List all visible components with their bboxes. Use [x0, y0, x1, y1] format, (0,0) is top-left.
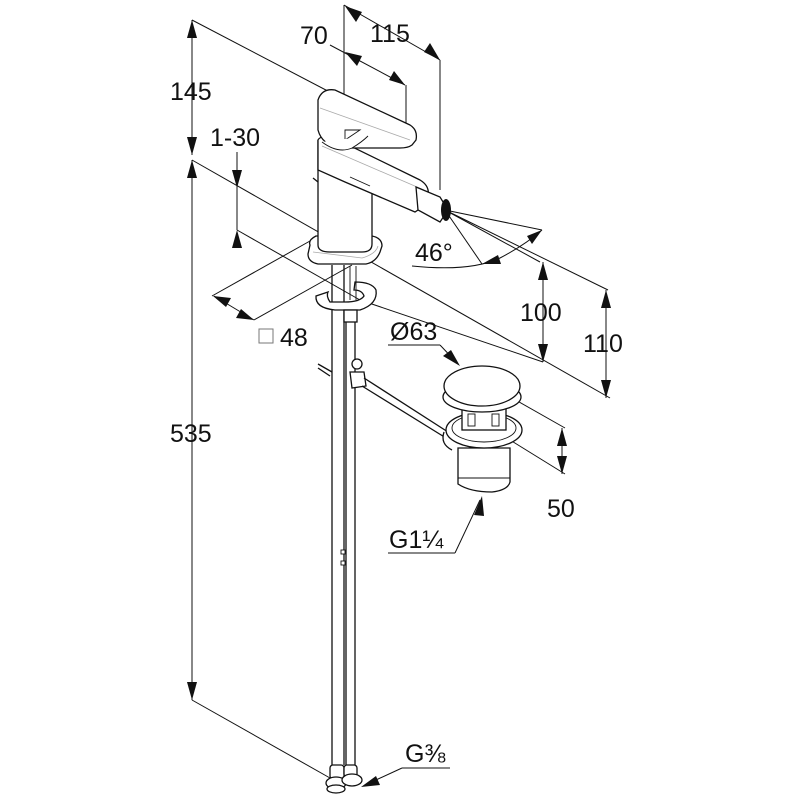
hose-marker — [340, 549, 346, 555]
lever-handle — [317, 89, 418, 149]
waste-cage-window — [491, 413, 500, 427]
arrow — [601, 290, 611, 308]
hose-connectors — [325, 764, 363, 794]
label-spout-height: 100 — [520, 299, 562, 327]
label-waste-depth: 50 — [547, 495, 575, 523]
base-plate-highlight — [312, 245, 379, 259]
popup-rod-top — [317, 367, 331, 377]
popup-knob — [312, 177, 319, 183]
arrow — [345, 6, 362, 22]
dim-48-ext-a — [211, 240, 311, 297]
arrow — [538, 344, 548, 362]
waste-body — [457, 447, 511, 493]
arrow — [482, 255, 501, 264]
dim-50-ext-bottom — [509, 439, 566, 475]
arrow — [474, 496, 484, 516]
arrow — [424, 43, 440, 60]
label-base-size: 48 — [280, 324, 308, 352]
waste-cage-window — [467, 413, 476, 427]
label-waste-diameter: Ø63 — [390, 318, 437, 346]
faucet — [307, 89, 451, 794]
arrow — [236, 309, 254, 320]
arrow — [187, 137, 197, 155]
arrow — [345, 52, 362, 66]
label-lever-length: 70 — [300, 22, 328, 50]
label-waste-thread: G1¼ — [389, 526, 444, 554]
pop-up-waste — [442, 365, 523, 493]
linkage-rod — [363, 377, 449, 433]
spout-arm-highlight — [321, 145, 425, 191]
hose-marker — [340, 560, 346, 566]
waste-linkage-clip — [442, 431, 453, 451]
pivot-screw — [351, 358, 363, 370]
fixing-horseshoe — [315, 281, 377, 311]
dim-145-ext-top — [191, 19, 346, 101]
lever-slot — [344, 129, 362, 141]
arrow — [213, 296, 231, 307]
arrow — [443, 350, 460, 366]
dim-535-ext-bottom — [191, 699, 331, 779]
spray-line-ext — [444, 209, 609, 291]
waste-plug-cap — [443, 365, 521, 407]
lever-underside — [321, 135, 369, 151]
dim-base-diagonal — [191, 159, 611, 399]
label-total-height: 535 — [170, 420, 212, 448]
leader-g114 — [454, 499, 481, 554]
dimension-labels: 70 115 145 1-30 48 46° 100 110 Ø63 50 G1… — [170, 20, 623, 768]
dimension-lines — [187, 4, 611, 787]
arrow — [389, 71, 405, 85]
arrow — [187, 20, 197, 38]
arrow — [361, 776, 380, 787]
dim-48-ext-b — [253, 264, 353, 321]
label-deck-thickness: 1-30 — [210, 124, 260, 152]
arrow — [527, 230, 542, 244]
arrow — [187, 682, 197, 700]
linkage-rod — [361, 385, 447, 439]
label-connection-thread: G⅜ — [405, 740, 445, 768]
spout-arm-crease — [349, 176, 371, 187]
square-symbol — [258, 328, 274, 344]
arrow — [187, 160, 197, 178]
spray-line-bottom — [444, 209, 483, 265]
popup-rod-top — [317, 363, 333, 373]
fixing-nut — [343, 309, 358, 323]
spout-outlet — [441, 199, 451, 221]
dim-1-30-ext — [236, 229, 361, 301]
arrow — [232, 230, 242, 248]
arrow — [232, 170, 242, 188]
spray-line-top — [444, 209, 543, 231]
label-upper-height: 145 — [170, 78, 212, 106]
arrow — [557, 428, 567, 446]
pivot-clamp — [349, 371, 367, 389]
arrow — [538, 262, 548, 280]
dim-100-ext — [359, 299, 544, 363]
label-spout-reach: 115 — [370, 20, 410, 48]
arrow — [601, 380, 611, 398]
label-spray-angle: 46° — [415, 239, 453, 267]
arrow — [557, 456, 567, 474]
lever-highlight — [319, 107, 411, 141]
label-spout-top-height: 110 — [583, 330, 623, 358]
spray-line-axis — [444, 209, 541, 263]
